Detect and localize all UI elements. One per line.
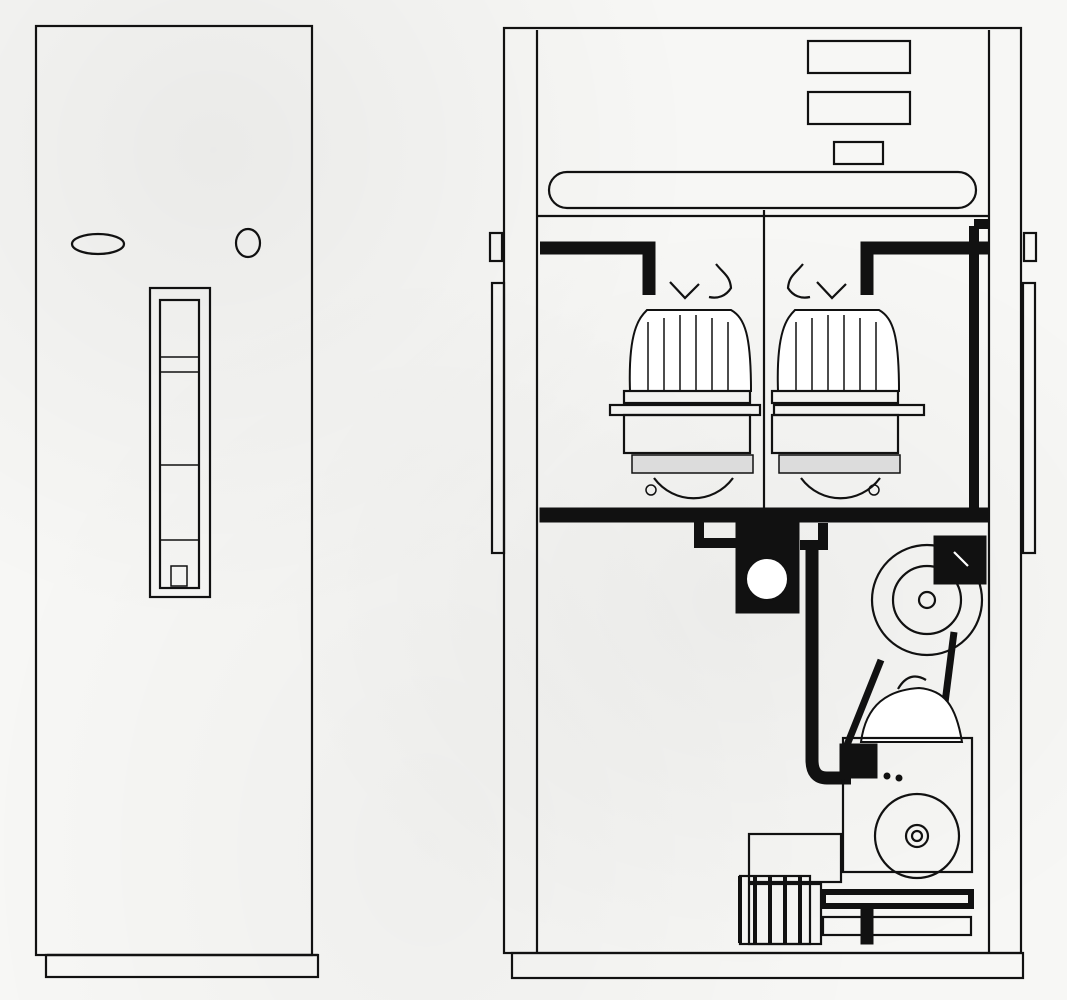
center-pump-port: [745, 557, 789, 601]
upper-motor-block: [933, 535, 987, 585]
upper-motor-detail: [953, 551, 969, 567]
pump-bolt-1: [883, 772, 891, 780]
right-meter-base: [778, 454, 901, 474]
left-meter-base: [631, 454, 754, 474]
downward-pipe: [805, 548, 851, 785]
right-meter-bottom-bowl: [800, 477, 881, 500]
display-window-lower: [806, 90, 912, 126]
left-round-opening: [234, 227, 262, 259]
left-meter-shelf: [608, 403, 762, 417]
motor-drum-outer: [873, 792, 961, 880]
middle-beam: [539, 507, 989, 523]
right-meter-body: [770, 413, 900, 455]
lower-base-plate: [821, 915, 973, 937]
left-supply-pipe: [540, 241, 656, 295]
pump-body-outline: [841, 736, 974, 874]
pump-top-fitting: [897, 675, 927, 690]
right-supply-pipe: [860, 241, 988, 295]
filter-cartridge: [738, 874, 812, 946]
belt-left: [841, 658, 885, 752]
lower-support-post: [860, 905, 874, 945]
right-meter-lower-valve: [868, 484, 880, 496]
left-slot-inner-frame: [158, 298, 201, 590]
left-cabinet-view: [34, 24, 320, 979]
left-oval-opening: [70, 232, 126, 256]
motor-drum-center: [910, 829, 924, 843]
left-meter-assembly: [608, 263, 762, 500]
right-right-bracket-top: [1022, 231, 1038, 263]
right-cabinet-outer: [502, 26, 1023, 955]
pump-top-housing: [859, 686, 964, 743]
left-cabinet-plinth: [44, 953, 320, 979]
right-meter-assembly: [770, 263, 926, 500]
right-meter-band: [770, 389, 900, 405]
left-cabinet-outline: [34, 24, 314, 957]
pump-bolt-2: [895, 774, 903, 782]
upper-pulley-mid: [891, 564, 963, 636]
lower-manifold: [820, 889, 974, 909]
left-meter-lower-valve: [645, 484, 657, 496]
small-display-window: [832, 140, 885, 166]
right-meter-shelf: [772, 403, 926, 417]
motor-drum-hub: [904, 823, 930, 849]
left-slot-outer-frame: [148, 286, 212, 599]
right-cabinet-plinth: [510, 951, 1025, 980]
left-slot-handle: [170, 565, 188, 587]
right-left-side-rail: [490, 281, 506, 555]
right-left-bracket-top: [488, 231, 504, 263]
pump-left-flange: [839, 743, 878, 779]
left-meter-head: [628, 309, 753, 392]
right-meter-head: [776, 309, 901, 392]
left-meter-bottom-bowl: [653, 477, 734, 500]
right-meter-valve: [786, 263, 811, 299]
upper-pulley-center: [917, 590, 937, 610]
left-meter-body: [622, 413, 752, 455]
right-right-side-rail: [1021, 281, 1037, 555]
left-meter-valve: [708, 263, 733, 299]
left-meter-band: [622, 389, 752, 405]
right-meter-top-left-fitting: [816, 281, 847, 300]
horizontal-panel-slot: [547, 170, 978, 210]
filter-housing-top: [747, 832, 843, 884]
upper-pulley-outer: [870, 543, 984, 657]
left-meter-top-left-fitting: [669, 281, 700, 300]
center-left-pipe: [694, 522, 736, 548]
center-right-pipe: [800, 523, 828, 550]
display-window-upper: [806, 39, 912, 75]
right-cabinet-view: [488, 26, 1038, 980]
right-vertical-pipe: [969, 219, 989, 517]
